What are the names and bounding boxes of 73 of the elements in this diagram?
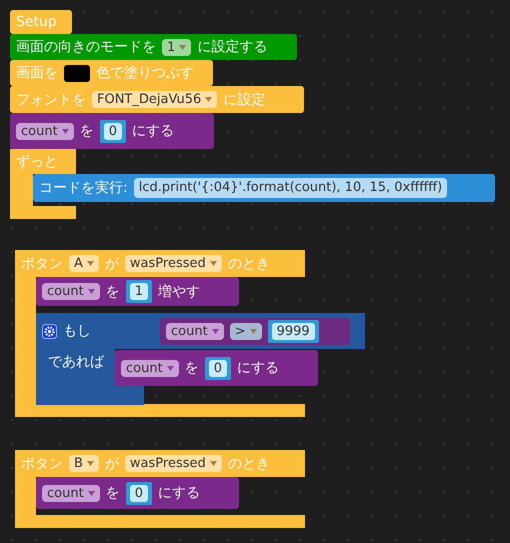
block-label: にする — [236, 359, 279, 377]
block-label: コードを実行: — [39, 179, 128, 197]
block-label: 増やす — [158, 282, 200, 300]
block-label: ずっと — [16, 152, 58, 170]
block-label: にする — [132, 122, 174, 140]
block-label: もし — [63, 322, 91, 340]
dropdown-value: count — [21, 124, 58, 138]
color-swatch — [64, 64, 90, 82]
number-block — [268, 320, 319, 343]
block-label: に設定する — [197, 38, 268, 56]
dropdown-field — [124, 255, 222, 272]
dropdown-value: B — [74, 456, 83, 471]
number-field: 1 — [130, 283, 148, 300]
dropdown-value: wasPressed — [130, 256, 206, 271]
dropdown-field — [92, 91, 218, 108]
dropdown-field — [162, 38, 192, 56]
block-label: ボタン — [21, 454, 63, 472]
number-block — [126, 482, 152, 504]
block-label: のとき — [228, 454, 270, 472]
comparison-block — [160, 318, 350, 345]
command-block — [10, 113, 214, 149]
block-label: であれば — [48, 353, 104, 371]
command-block — [36, 277, 239, 306]
command-block — [10, 86, 304, 113]
block-label: が — [104, 254, 119, 272]
variable-dropdown — [16, 122, 74, 140]
block-label: 画面の向きのモードを — [16, 38, 156, 56]
block-label: 画面を — [16, 64, 58, 82]
variable-dropdown — [121, 360, 179, 376]
variable-dropdown — [166, 323, 224, 340]
block-label: を — [106, 484, 120, 502]
number-field: 0 — [104, 122, 122, 140]
number-field: 0 — [208, 360, 227, 376]
block-label: が — [104, 454, 119, 472]
dropdown-field — [124, 455, 222, 472]
variable-dropdown — [42, 283, 100, 300]
dropdown-field — [69, 455, 99, 472]
block-label: を — [80, 122, 94, 140]
dropdown-field — [230, 323, 262, 340]
block-label: 色で塗りつぶす — [96, 64, 194, 82]
dropdown-value: count — [47, 284, 84, 299]
event-block — [15, 450, 305, 528]
block-label: ボタン — [21, 254, 63, 272]
block-label: のとき — [228, 254, 270, 272]
if-block — [36, 313, 365, 405]
setup-block — [10, 10, 72, 34]
command-block — [10, 60, 213, 86]
dropdown-value: > — [234, 324, 246, 339]
command-block — [36, 477, 239, 509]
number-field: 9999 — [272, 323, 315, 340]
number-field: 0 — [130, 484, 148, 502]
command-block — [115, 350, 318, 386]
number-block — [100, 120, 126, 142]
dropdown-field — [69, 255, 99, 272]
dropdown-value: count — [126, 360, 163, 376]
dropdown-value: count — [171, 324, 208, 339]
dropdown-value: FONT_DejaVu56 — [97, 92, 202, 107]
block-label: を — [106, 282, 120, 300]
dropdown-value: count — [47, 486, 84, 500]
number-block — [204, 356, 231, 380]
block-label: に設定 — [223, 90, 266, 108]
command-block — [10, 34, 297, 60]
command-block — [33, 174, 495, 202]
dropdown-value: A — [74, 256, 83, 271]
variable-dropdown — [42, 484, 100, 502]
block-label: を — [184, 359, 199, 377]
code-field: lcd.print('{:04}'.format(count), 10, 15, 0xffffff) — [134, 178, 448, 198]
block-label: Setup — [16, 14, 57, 30]
block-label: フォントを — [16, 90, 86, 108]
block-label: にする — [158, 484, 200, 502]
dropdown-value: wasPressed — [130, 456, 206, 471]
number-block — [126, 280, 152, 303]
dropdown-value: 1 — [167, 40, 176, 54]
